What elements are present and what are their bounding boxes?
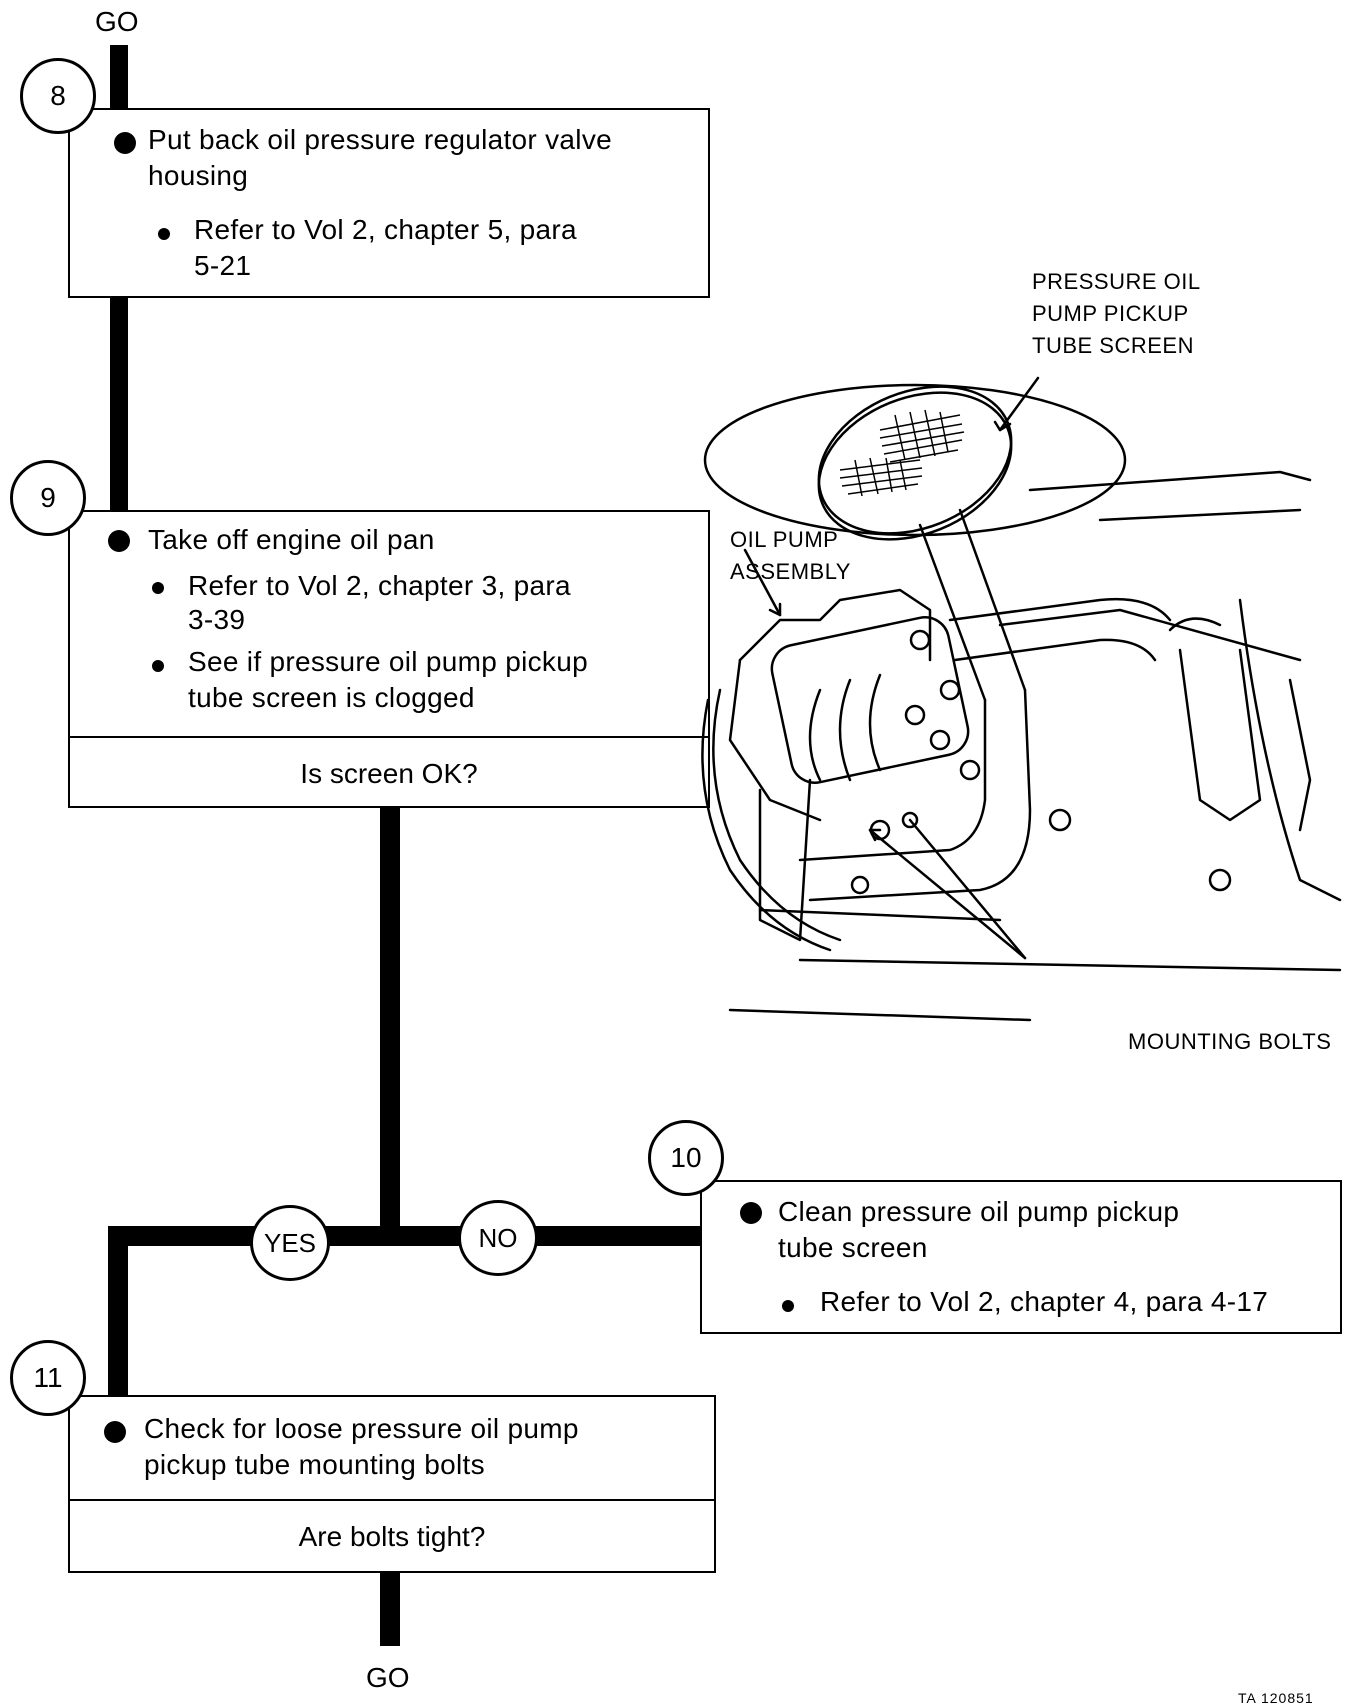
step-9-box: Take off engine oil pan Refer to Vol 2, … [68,510,710,808]
sub-bullet [782,1300,794,1312]
step-8-main-line-2: housing [148,160,249,191]
sub-bullet [152,660,164,672]
bolts-label: MOUNTING BOLTS [1128,1029,1332,1054]
step-10-box: Clean pressure oil pump pickup tube scre… [700,1180,1342,1334]
step-10-main-line-2: tube screen [778,1232,928,1263]
go-label-top: GO [95,6,139,37]
step-8-number: 8 [20,58,96,134]
oil-pump-illustration [701,376,1342,1022]
step-11-question: Are bolts tight? [70,1499,714,1573]
flow-line [380,1562,400,1646]
step-9-sub2-line-1: See if pressure oil pump pickup [188,646,588,677]
step-bullet [114,132,136,154]
screen-label-line-2: PUMP PICKUP [1032,301,1189,326]
step-10-main-line-1: Clean pressure oil pump pickup [778,1196,1180,1227]
step-8-sub-line-2: 5-21 [194,250,252,281]
sub-bullet [158,228,170,240]
step-10-sub-line-1: Refer to Vol 2, chapter 4, para 4-17 [820,1286,1269,1317]
step-11-main-line-2: pickup tube mounting bolts [144,1449,485,1480]
step-9-sub2-line-2: tube screen is clogged [188,682,475,713]
step-8-box: Put back oil pressure regulator valve ho… [68,108,710,298]
step-11-box: Check for loose pressure oil pump pickup… [68,1395,716,1573]
screen-label-line-3: TUBE SCREEN [1032,333,1194,358]
pump-label-line-1: OIL PUMP [730,527,839,552]
figure-id: TA 120851 [1238,1690,1314,1706]
no-branch-label: NO [458,1200,538,1276]
flow-line [380,800,400,1237]
step-10-number: 10 [648,1120,724,1196]
flow-line [108,1226,706,1246]
step-11-main-line-1: Check for loose pressure oil pump [144,1413,579,1444]
flow-line [108,1226,128,1396]
step-9-question: Is screen OK? [70,736,708,810]
step-bullet [740,1202,762,1224]
step-8-main-line-1: Put back oil pressure regulator valve [148,124,612,155]
step-9-main-line-1: Take off engine oil pan [148,524,435,555]
step-bullet [104,1421,126,1443]
pump-label-line-2: ASSEMBLY [730,559,851,584]
sub-bullet [152,582,164,594]
screen-label-line-1: PRESSURE OIL [1032,269,1201,294]
step-9-number: 9 [10,460,86,536]
step-8-sub-line-1: Refer to Vol 2, chapter 5, para [194,214,577,245]
yes-branch-label: YES [250,1205,330,1281]
step-bullet [108,530,130,552]
step-9-sub1-line-2: 3-39 [188,604,246,635]
step-11-number: 11 [10,1340,86,1416]
go-label-bottom: GO [366,1662,410,1693]
step-9-sub1-line-1: Refer to Vol 2, chapter 3, para [188,570,571,601]
